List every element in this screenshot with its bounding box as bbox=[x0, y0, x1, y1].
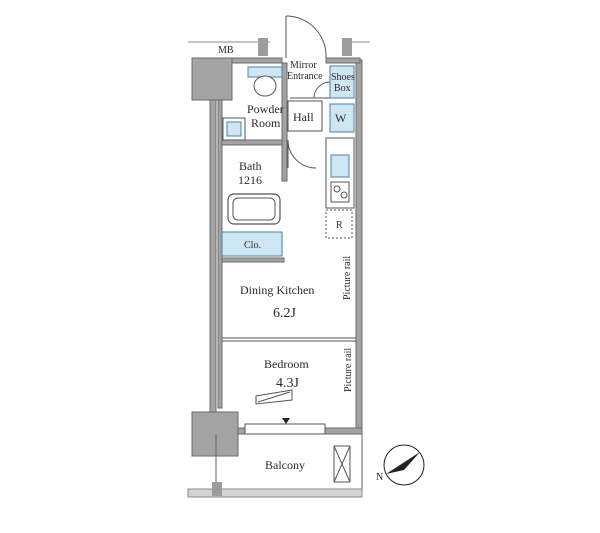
stove bbox=[330, 181, 350, 203]
balcony-label: Balcony bbox=[265, 458, 305, 472]
wall-clo-bottom bbox=[219, 257, 285, 263]
picture-rail-1: Picture rail bbox=[342, 256, 353, 300]
mb-stub bbox=[258, 38, 268, 56]
wall-left bbox=[209, 99, 217, 413]
dining-kitchen-size: 6.2J bbox=[273, 306, 297, 321]
entrance-door-swing-2 bbox=[313, 81, 331, 99]
balcony-railing bbox=[187, 488, 363, 498]
balcony-window bbox=[244, 423, 326, 435]
refrigerator-label: R bbox=[336, 220, 343, 231]
box-label: Box bbox=[334, 83, 351, 94]
washer bbox=[329, 103, 355, 133]
mirror-label: Mirror bbox=[290, 60, 317, 71]
aircon-line bbox=[257, 391, 291, 403]
bathtub-inner bbox=[232, 197, 276, 221]
shoes-label: Shoes bbox=[331, 72, 355, 83]
balcony-hatch-x2 bbox=[333, 445, 351, 483]
compass-needle bbox=[386, 452, 420, 474]
wall-top bbox=[231, 57, 283, 64]
burner-2 bbox=[340, 191, 348, 199]
powder-label: Powder bbox=[247, 102, 284, 116]
bedroom-label: Bedroom bbox=[264, 357, 309, 371]
wall-inner-left bbox=[217, 99, 223, 409]
column-bottom-left bbox=[191, 411, 239, 457]
wall-powder-right bbox=[281, 62, 288, 182]
entrance-door-swing bbox=[285, 15, 327, 59]
refrigerator-space bbox=[325, 209, 353, 239]
bath-door-swing bbox=[287, 139, 317, 169]
mb-stub-right bbox=[342, 38, 352, 56]
bedroom-size: 4.3J bbox=[276, 376, 300, 391]
bath-size: 1216 bbox=[238, 173, 262, 187]
column-top-left bbox=[191, 57, 233, 101]
hall-label: Hall bbox=[293, 110, 314, 124]
mb-label: MB bbox=[218, 45, 234, 56]
wall-bath-top bbox=[219, 139, 285, 146]
washer-label: W bbox=[335, 111, 347, 125]
toilet-bowl bbox=[253, 75, 277, 97]
hall-door-frame bbox=[287, 100, 323, 132]
entrance-label: Entrance bbox=[287, 71, 323, 82]
room-label: Room bbox=[251, 116, 281, 130]
railing-post bbox=[212, 482, 222, 496]
wall-right bbox=[355, 59, 363, 435]
north-label: N bbox=[376, 472, 383, 483]
wall-top-right bbox=[325, 57, 361, 64]
shoes-box bbox=[329, 65, 355, 99]
kitchen-sink bbox=[330, 154, 350, 178]
balcony-hatch bbox=[333, 445, 351, 483]
dining-kitchen-label: Dining Kitchen bbox=[240, 283, 314, 297]
bathtub bbox=[227, 193, 281, 225]
closet bbox=[221, 231, 283, 257]
picture-rail-2: Picture rail bbox=[343, 348, 354, 392]
window-marker bbox=[282, 418, 290, 424]
burner bbox=[333, 185, 341, 193]
closet-label: Clo. bbox=[244, 240, 261, 251]
powder-sink-inner bbox=[226, 121, 242, 137]
bath-label: Bath bbox=[239, 159, 262, 173]
